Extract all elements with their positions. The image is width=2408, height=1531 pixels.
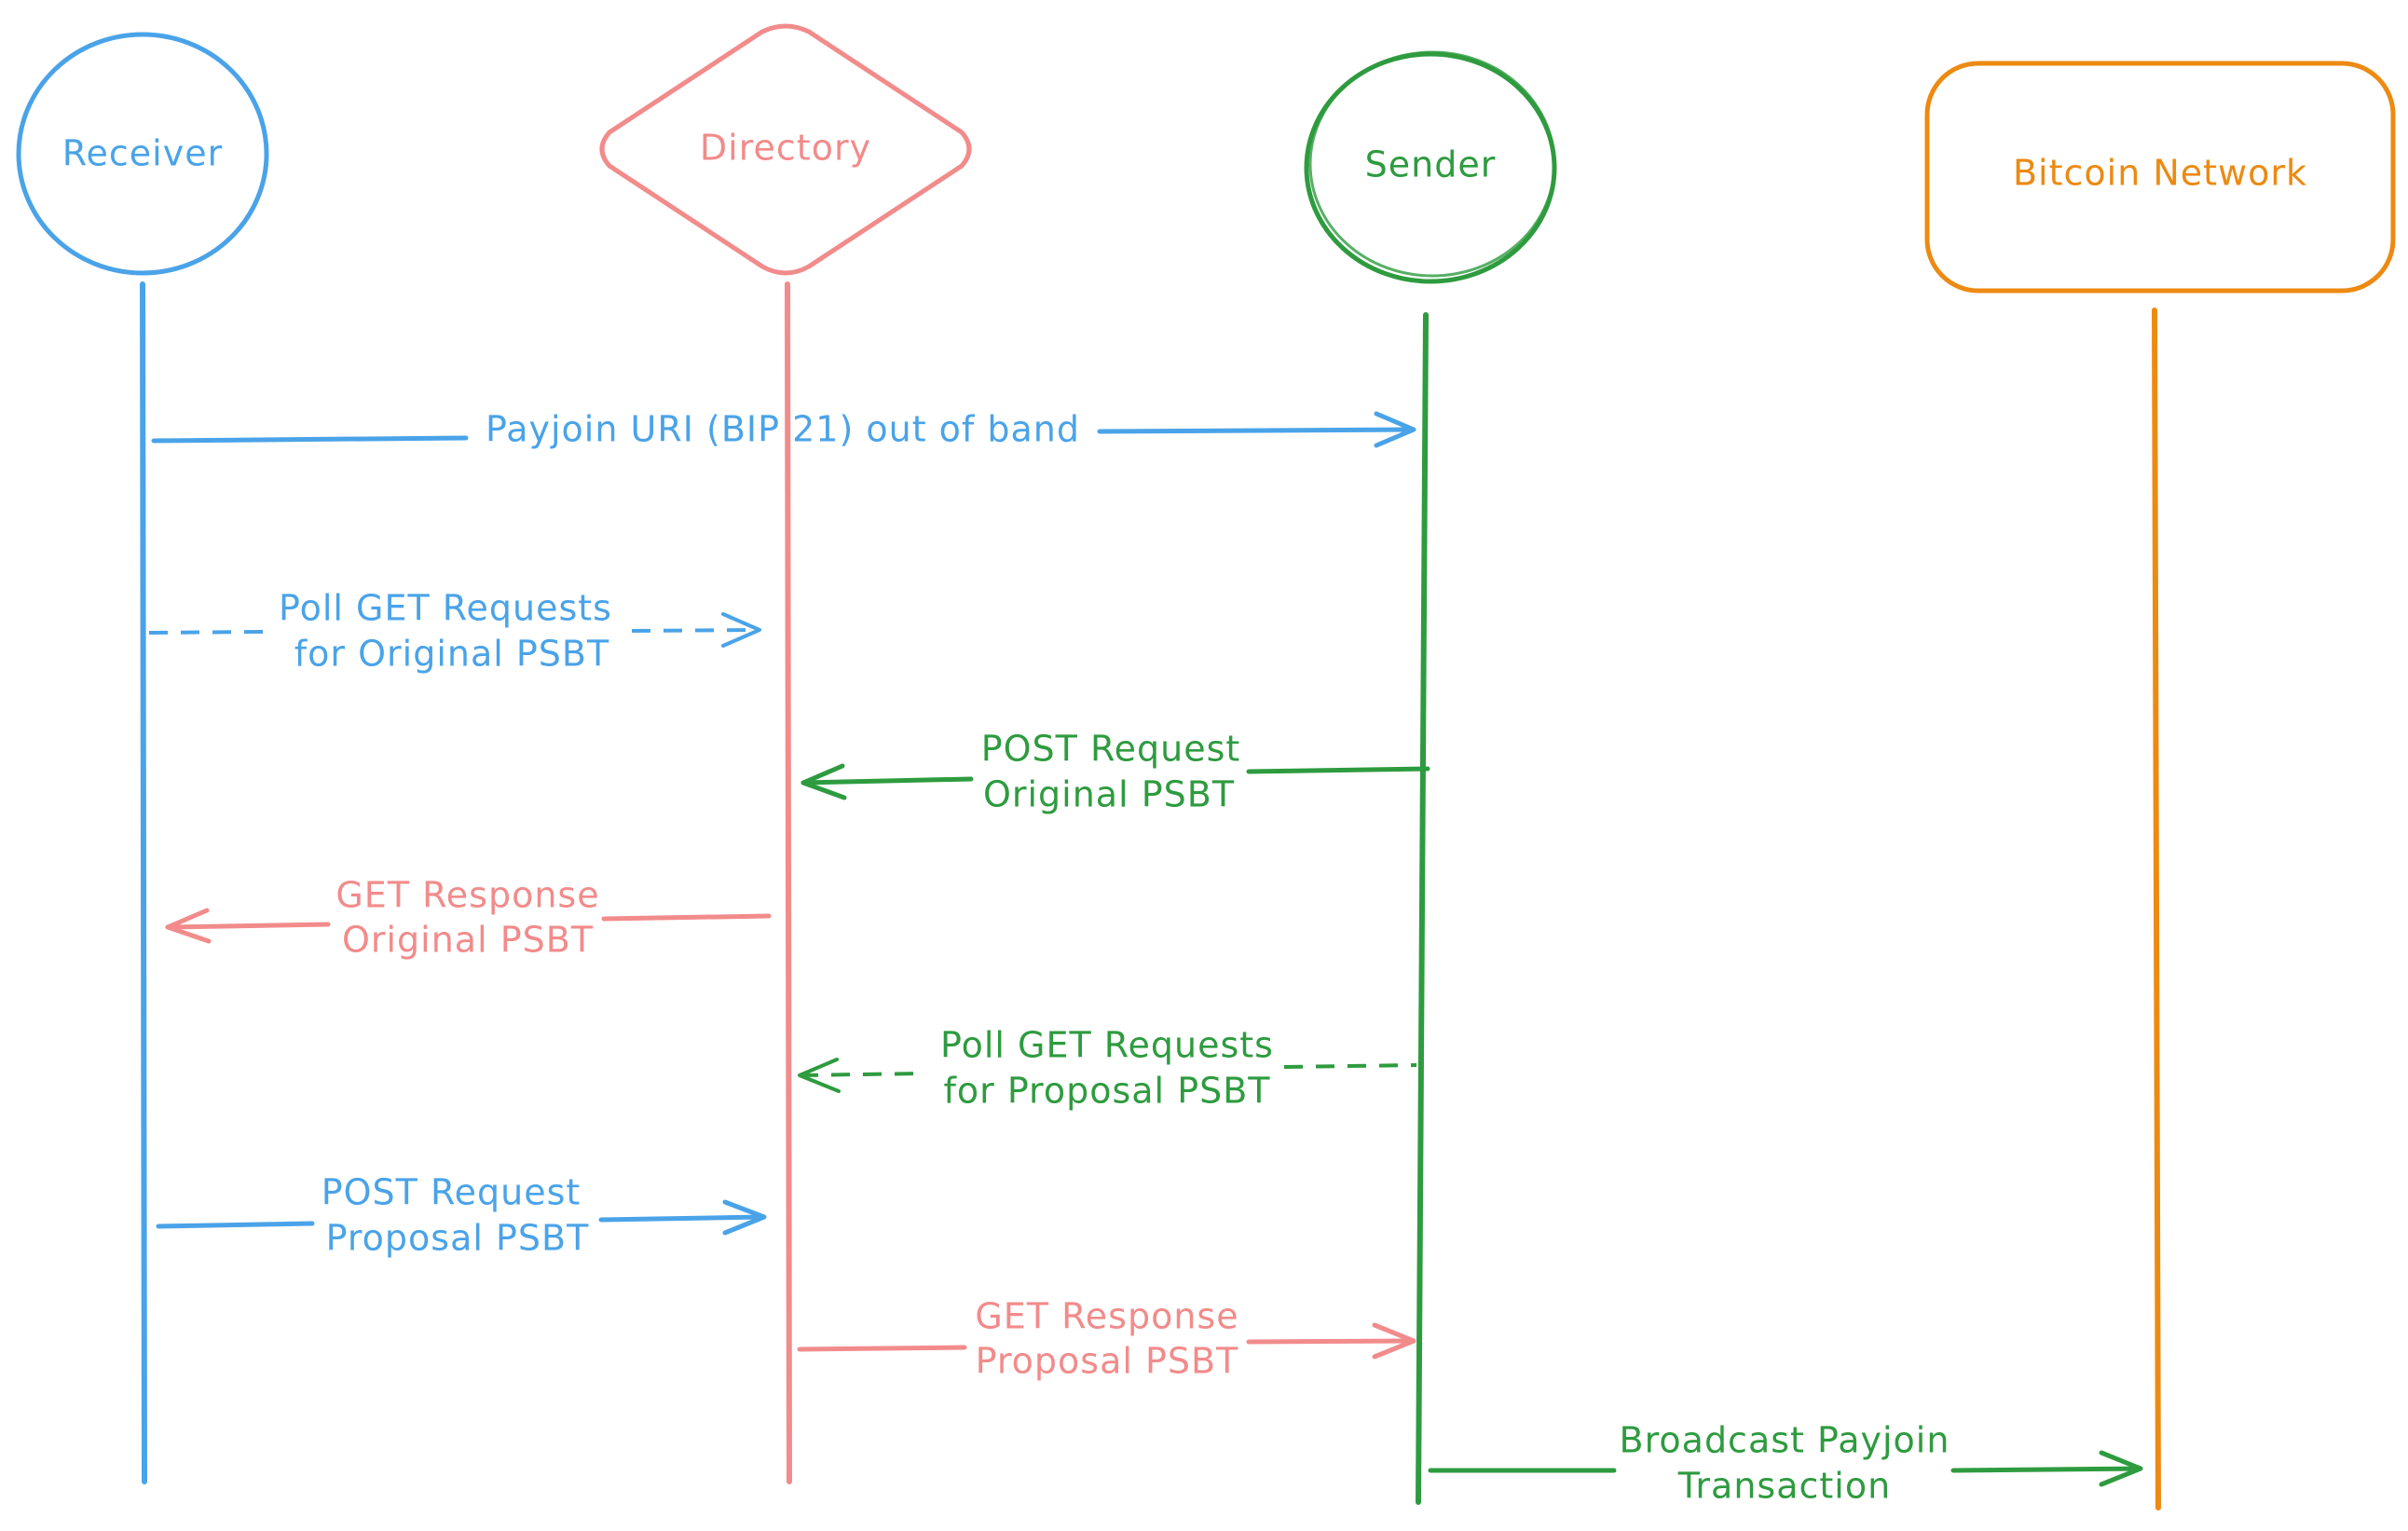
get-response-original-line-right: [601, 913, 772, 922]
post-proposal-line-left: [156, 1221, 315, 1229]
bitcoin-network-lifeline: [2152, 308, 2161, 1510]
poll-original-arrowhead: [721, 612, 761, 648]
get-response-original-arrowhead: [165, 908, 212, 944]
payjoin-uri-line-right: [1097, 427, 1415, 434]
message-poll-proposal: Poll GET Requests for Proposal PSBT: [798, 1025, 1417, 1112]
bitcoin-network-box: [1924, 61, 2396, 294]
actor-sender: Sender: [1304, 50, 1557, 284]
receiver-circle: [16, 32, 269, 276]
poll-proposal-arrowhead: [798, 1058, 841, 1093]
get-response-original-label-line1: GET Response: [335, 875, 599, 916]
directory-diamond: [599, 23, 972, 276]
message-get-response-proposal: GET Response Proposal PSBT: [797, 1296, 1416, 1382]
get-response-original-line-left: [165, 922, 331, 930]
poll-proposal-label-line1: Poll GET Requests: [940, 1025, 1274, 1066]
get-response-proposal-line-right: [1246, 1338, 1415, 1345]
actor-directory: Directory: [599, 23, 972, 276]
get-response-proposal-arrowhead: [1372, 1322, 1416, 1360]
poll-proposal-line-right: [1283, 1063, 1417, 1069]
post-proposal-label-line2: Proposal PSBT: [326, 1218, 590, 1259]
broadcast-line-right: [1950, 1466, 2141, 1473]
bitcoin-network-label: Bitcoin Network: [2013, 153, 2307, 194]
poll-proposal-line-left: [799, 1072, 924, 1077]
poll-original-line-left: [148, 630, 264, 635]
message-poll-original: Poll GET Requests for Original PSBT: [148, 588, 761, 675]
post-original-line-left: [800, 776, 974, 786]
actor-bitcoin-network: Bitcoin Network: [1924, 61, 2396, 294]
broadcast-label-line2: Transaction: [1677, 1466, 1891, 1507]
post-proposal-arrowhead: [722, 1199, 767, 1236]
receiver-lifeline: [140, 281, 147, 1484]
get-response-original-label-line2: Original PSBT: [342, 920, 594, 961]
message-payjoin-uri: Payjoin URI (BIP 21) out of band: [151, 409, 1416, 450]
sender-circle-sketch: [1308, 50, 1556, 278]
payjoin-uri-label: Payjoin URI (BIP 21) out of band: [486, 409, 1080, 450]
message-broadcast-payjoin: Broadcast Payjoin Transaction: [1428, 1420, 2143, 1507]
post-proposal-line-right: [598, 1214, 765, 1223]
directory-lifeline: [785, 281, 792, 1484]
get-response-proposal-label-line1: GET Response: [975, 1296, 1238, 1337]
poll-proposal-label-line2: for Proposal PSBT: [943, 1071, 1270, 1112]
sender-label: Sender: [1365, 144, 1497, 185]
payjoin-uri-arrowhead: [1374, 411, 1416, 448]
sender-lifeline: [1416, 312, 1429, 1505]
message-post-proposal: POST Request Proposal PSBT: [156, 1172, 767, 1259]
poll-original-label-line2: for Original PSBT: [294, 634, 609, 675]
post-original-label-line2: Original PSBT: [983, 774, 1235, 815]
poll-original-label-line1: Poll GET Requests: [279, 588, 612, 629]
post-proposal-label-line1: POST Request: [322, 1172, 581, 1213]
broadcast-arrowhead: [2099, 1450, 2143, 1487]
payjoin-uri-line-left: [151, 435, 469, 444]
directory-label: Directory: [700, 128, 871, 169]
poll-original-line-right: [631, 628, 758, 633]
message-post-original: POST Request Original PSBT: [800, 729, 1430, 815]
get-response-proposal-label-line2: Proposal PSBT: [976, 1341, 1239, 1382]
get-response-proposal-line-left: [797, 1345, 967, 1352]
post-original-line-right: [1246, 766, 1430, 774]
post-original-arrowhead: [800, 763, 847, 800]
actor-receiver: Receiver: [16, 32, 269, 276]
broadcast-label-line1: Broadcast Payjoin: [1620, 1420, 1950, 1461]
message-get-response-original: GET Response Original PSBT: [165, 875, 772, 961]
receiver-label: Receiver: [62, 133, 223, 174]
post-original-label-line1: POST Request: [981, 729, 1241, 770]
